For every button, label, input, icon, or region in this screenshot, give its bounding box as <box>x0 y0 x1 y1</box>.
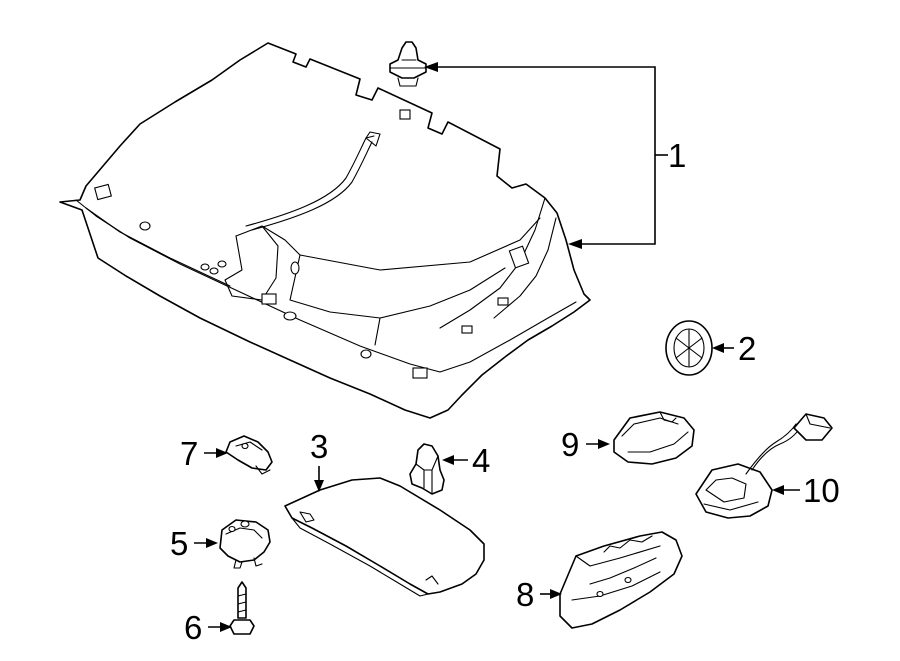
callout-3: 3 <box>310 428 328 465</box>
callout-9: 9 <box>561 426 579 463</box>
headliner-part <box>59 42 591 419</box>
visor-clip-part <box>409 443 445 495</box>
screw-part <box>229 581 255 635</box>
callout-5: 5 <box>170 525 188 562</box>
callout-10: 10 <box>803 472 840 509</box>
callout-6: 6 <box>184 609 202 646</box>
visor-bracket-part <box>219 519 271 569</box>
grommet-part <box>665 320 713 376</box>
headliner-clip-part <box>389 41 427 87</box>
module-part <box>695 413 833 519</box>
small-bracket-part <box>225 435 273 475</box>
callout-1: 1 <box>668 137 686 174</box>
leader-lines <box>194 62 800 632</box>
callout-8: 8 <box>516 576 534 613</box>
callout-2: 2 <box>738 330 756 367</box>
map-lamp-part <box>613 411 695 465</box>
sun-visor-part <box>284 477 485 597</box>
dome-lamp-part <box>559 531 683 629</box>
callout-4: 4 <box>472 442 490 479</box>
callout-7: 7 <box>180 435 198 472</box>
callout-labels: 1 2 3 4 5 6 7 8 9 10 <box>170 137 840 646</box>
